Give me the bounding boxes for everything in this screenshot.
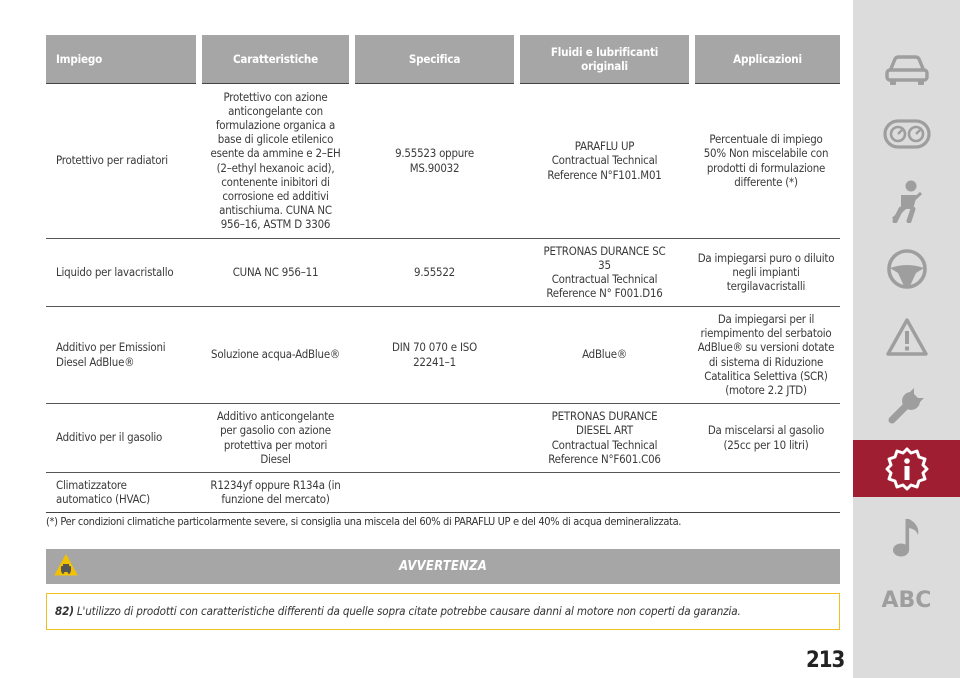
table-row: Protettivo per radiatori Protettivo con … <box>46 82 840 238</box>
seatbelt-passenger-icon <box>891 180 922 223</box>
table-cell: Protettivo con azione anticongelante con… <box>199 82 352 238</box>
sidebar-abc-label: ABC <box>881 587 932 613</box>
table-cell: Da impiegarsi puro o diluito negli impia… <box>692 237 840 306</box>
table-header-row: Impiego Caratteristiche Specifica Fluidi… <box>46 35 840 83</box>
table-row: Additivo per il gasolio Additivo anticon… <box>46 402 840 472</box>
sidebar-item-maintenance[interactable] <box>853 374 960 432</box>
table-row: Liquido per lavacristallo CUNA NC 956–11… <box>46 237 840 306</box>
table-cell <box>352 402 517 472</box>
table-cell: PARAFLU UP Contractual Technical Referen… <box>517 82 692 238</box>
table-row: Additivo per Emissioni Diesel AdBlue® So… <box>46 305 840 403</box>
sidebar-item-driving[interactable] <box>853 242 960 296</box>
table-cell: Protettivo per radiatori <box>46 82 199 238</box>
table-cell: Da impiegarsi per il riempimento del ser… <box>692 305 840 403</box>
table-cell: CUNA NC 956–11 <box>199 237 352 306</box>
sidebar-item-index[interactable]: ABC <box>853 580 960 620</box>
warning-text: L'utilizzo di prodotti con caratteristic… <box>76 604 741 618</box>
table-cell: 9.55522 <box>352 237 517 306</box>
table-cell: Soluzione acqua-AdBlue® <box>199 305 352 403</box>
warning-number: 82) <box>55 604 74 618</box>
table-row: Climatizzatore automatico (HVAC) R1234yf… <box>46 471 840 513</box>
engine-warning-icon <box>54 554 78 576</box>
table-cell: Da miscelarsi al gasolio (25cc per 10 li… <box>692 402 840 472</box>
header-caratteristiche: Caratteristiche <box>196 35 352 83</box>
table-cell: 9.55523 oppure MS.90032 <box>352 82 517 238</box>
warning-header: AVVERTENZA <box>46 549 840 584</box>
table-cell: Climatizzatore automatico (HVAC) <box>46 471 199 513</box>
sidebar-item-safety[interactable] <box>853 172 960 230</box>
steering-wheel-icon <box>886 249 927 289</box>
header-specifica: Specifica <box>349 35 517 83</box>
table-cell: Additivo per Emissioni Diesel AdBlue® <box>46 305 199 403</box>
table-cell: AdBlue® <box>517 305 692 403</box>
header-fluidi: Fluidi e lubrificanti originali <box>514 35 692 83</box>
sidebar-item-emergency[interactable] <box>853 310 960 364</box>
technical-data-icon <box>885 447 928 490</box>
sidebar-item-technical-data[interactable] <box>853 440 960 497</box>
table-cell: Additivo anticongelante per gasolio con … <box>199 402 352 472</box>
table-cell: Additivo per il gasolio <box>46 402 199 472</box>
table-cell: DIN 70 070 e ISO 22241–1 <box>352 305 517 403</box>
table-cell: PETRONAS DURANCE SC 35 Contractual Techn… <box>517 237 692 306</box>
chapter-sidebar: ABC <box>853 0 960 678</box>
table-cell: Liquido per lavacristallo <box>46 237 199 306</box>
page-number: 213 <box>806 648 845 673</box>
table-cell <box>692 471 840 513</box>
table-cell <box>517 471 692 513</box>
sidebar-item-vehicle[interactable] <box>853 44 960 96</box>
warning-triangle-icon <box>885 318 928 356</box>
table-cell <box>352 471 517 513</box>
warning-body: 82)L'utilizzo di prodotti con caratteris… <box>46 593 840 630</box>
sidebar-item-instruments[interactable] <box>853 108 960 160</box>
music-note-icon <box>892 519 918 557</box>
dashboard-gauges-icon <box>882 119 931 149</box>
sidebar-item-multimedia[interactable] <box>853 508 960 566</box>
warning-title: AVVERTENZA <box>399 559 487 574</box>
table-footnote: (*) Per condizioni climatiche particolar… <box>46 515 682 528</box>
fluids-spec-table: Impiego Caratteristiche Specifica Fluidi… <box>46 35 840 513</box>
car-icon <box>884 55 929 85</box>
table-cell: Percentuale di impiego 50% Non miscelabi… <box>692 82 840 238</box>
wrench-icon <box>888 388 924 424</box>
header-impiego: Impiego <box>46 35 199 83</box>
header-applicazioni: Applicazioni <box>689 35 840 83</box>
table-cell: PETRONAS DURANCE DIESEL ART Contractual … <box>517 402 692 472</box>
table-cell: R1234yf oppure R134a (in funzione del me… <box>199 471 352 513</box>
